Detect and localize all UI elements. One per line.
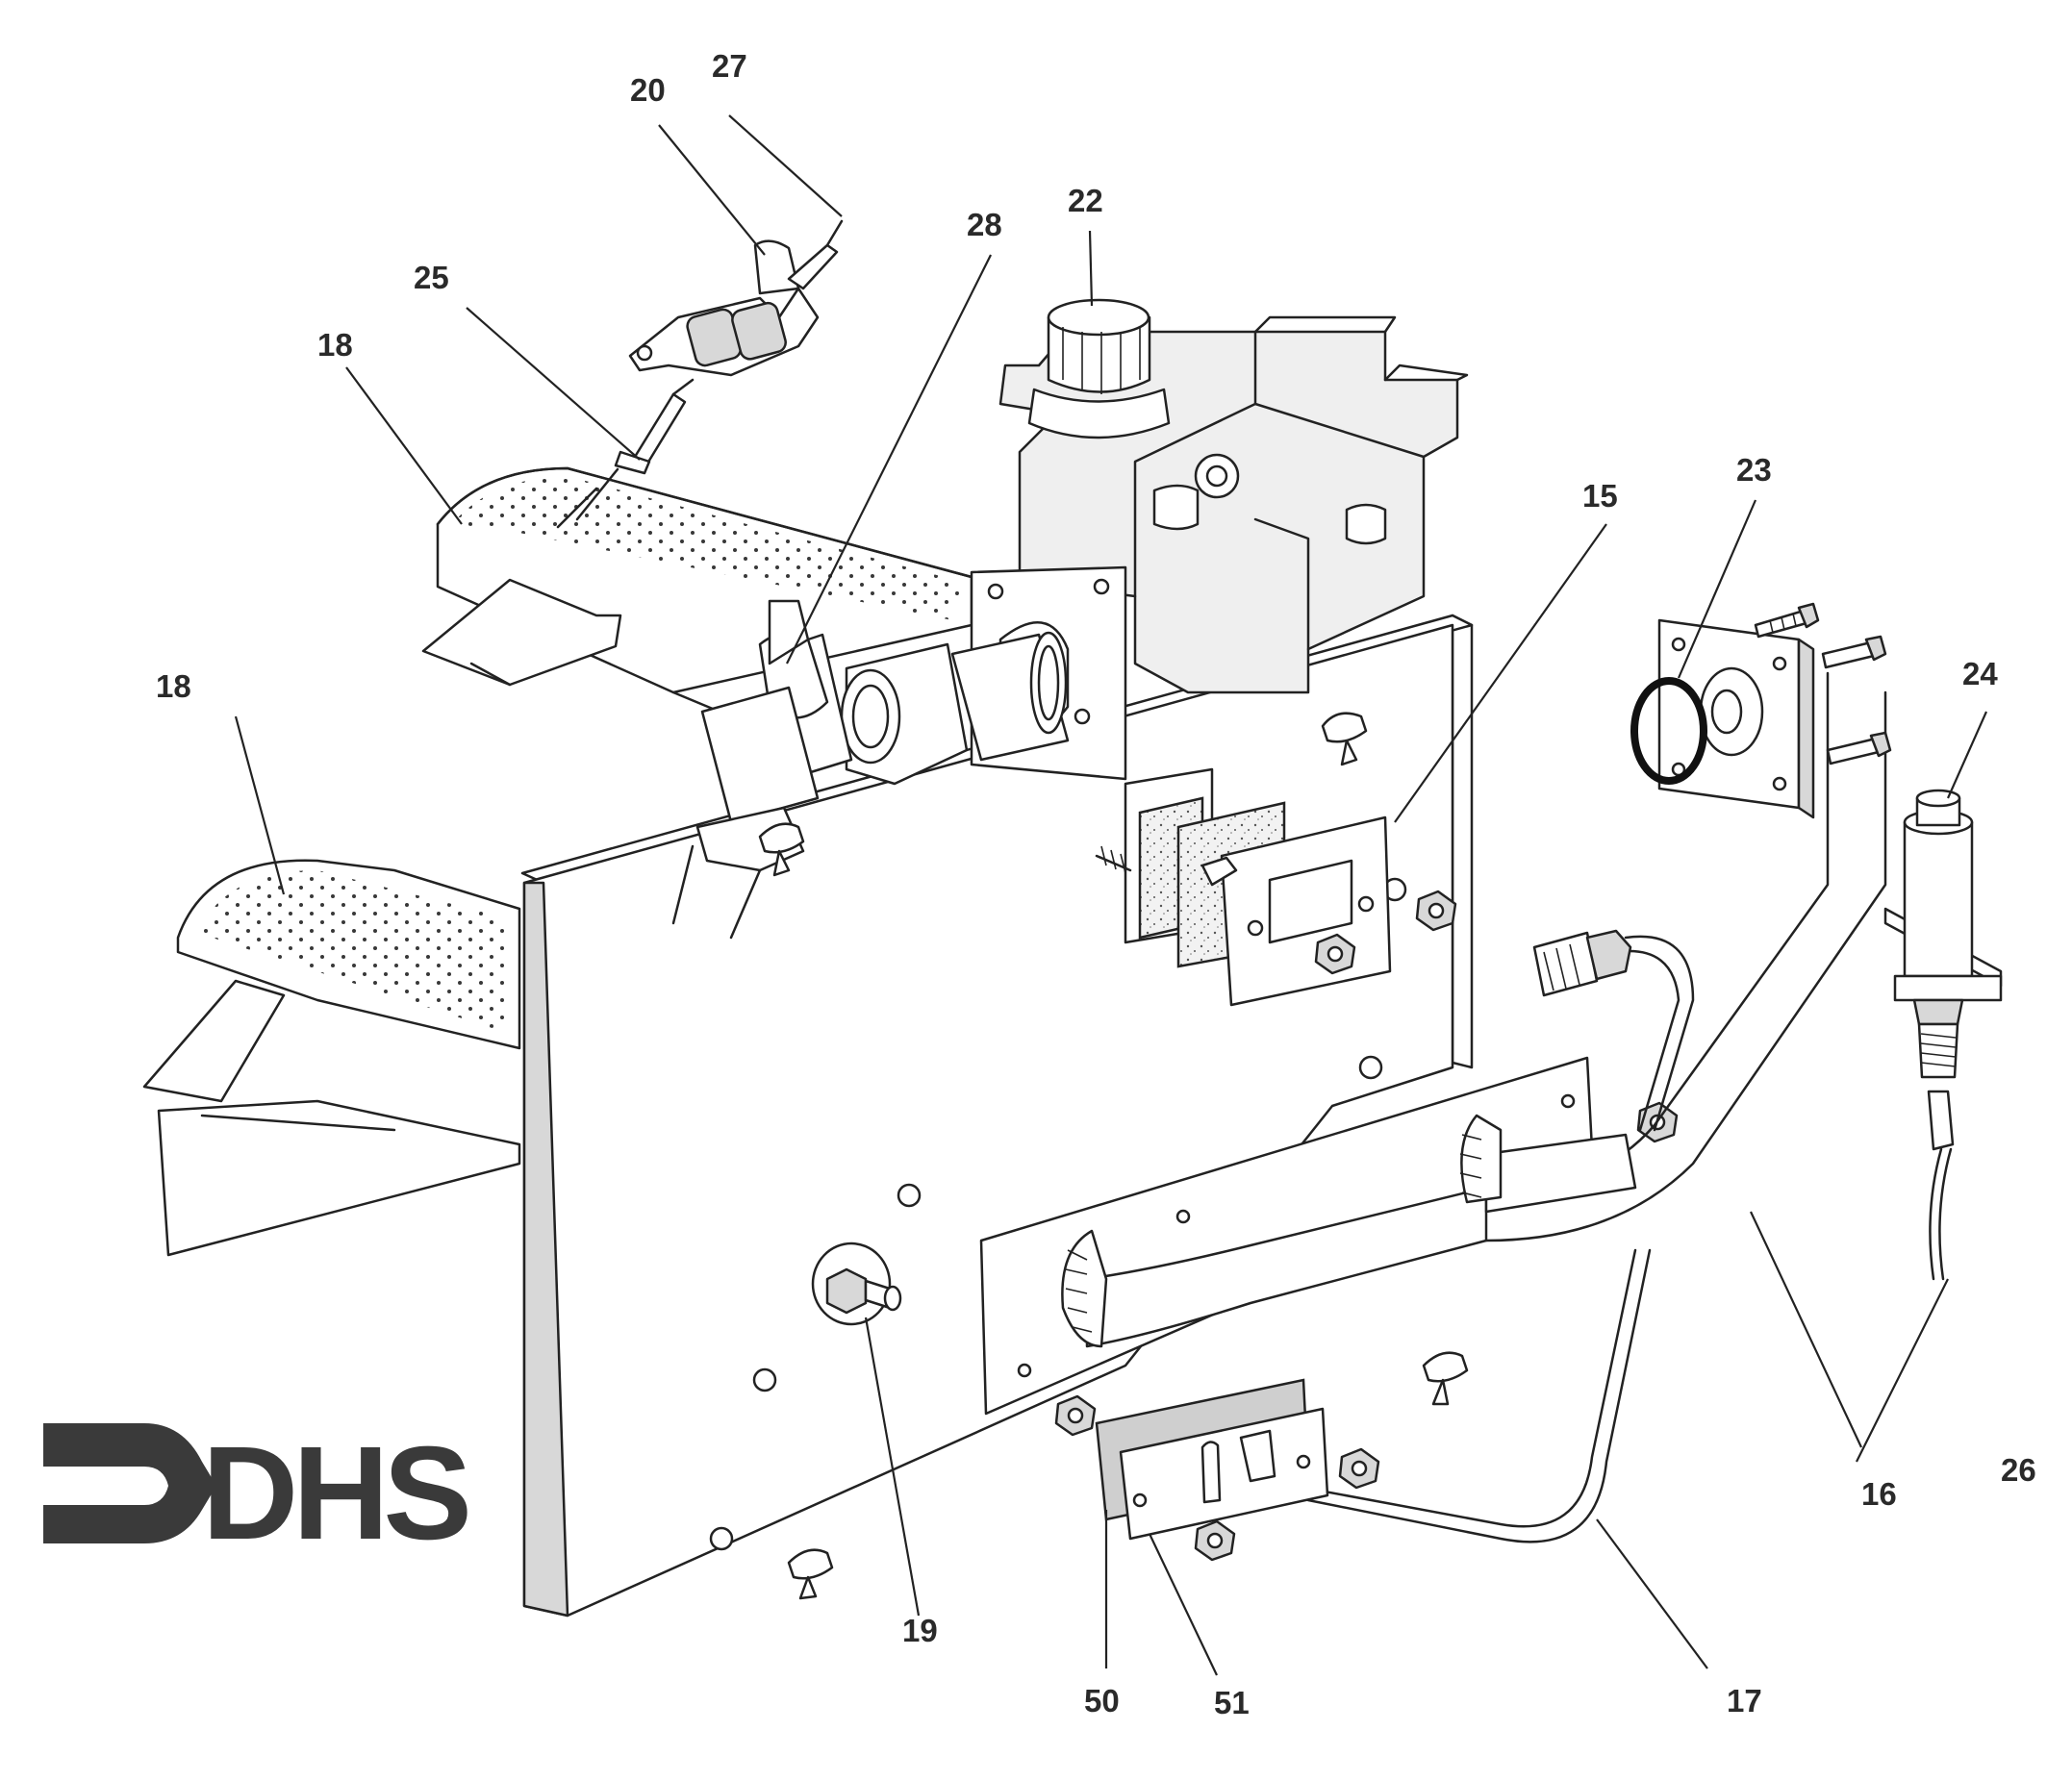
callout-26: 26 [2001,1452,2036,1488]
nut [1314,933,1356,975]
callout-18-upper: 18 [317,327,353,363]
callout-16: 16 [1861,1476,1897,1512]
upper-burner [421,466,973,718]
callout-19: 19 [902,1613,938,1648]
plate-holes [709,877,1407,1551]
callout-labels: 27 20 28 22 25 18 23 15 24 18 26 16 19 5… [156,48,2036,1720]
thermocouple [1883,789,2003,1281]
cover-plate-and-gasket [1095,1378,1329,1541]
nut [1054,1394,1097,1437]
gas-cock-and-union [671,599,1070,940]
pilot-electrode-assembly [628,219,844,377]
callout-15: 15 [1582,478,1618,514]
callout-22: 22 [1068,183,1103,218]
pilot-pipe-assembly [979,671,1887,1543]
callout-51: 51 [1214,1685,1250,1720]
callout-50: 50 [1084,1683,1120,1718]
leader-lines [234,114,1988,1676]
callout-18-lower: 18 [156,668,191,704]
wing-nuts [758,712,1469,1600]
callout-17: 17 [1727,1683,1762,1718]
lower-burner [142,859,521,1257]
arrow-logo-icon [43,1423,216,1543]
logo-text: DHS [202,1419,467,1568]
dhs-logo: DHS [43,1419,473,1568]
callout-20: 20 [630,72,666,108]
callout-27: 27 [712,48,747,84]
callout-25: 25 [414,260,449,295]
nut [1194,1519,1236,1562]
callout-28: 28 [967,207,1002,242]
nut [1338,1447,1380,1490]
callout-24: 24 [1962,656,1998,691]
nut [1415,890,1457,932]
burner-injector [811,1242,902,1326]
callout-23: 23 [1736,452,1772,488]
flange-and-o-ring [1630,602,1892,819]
